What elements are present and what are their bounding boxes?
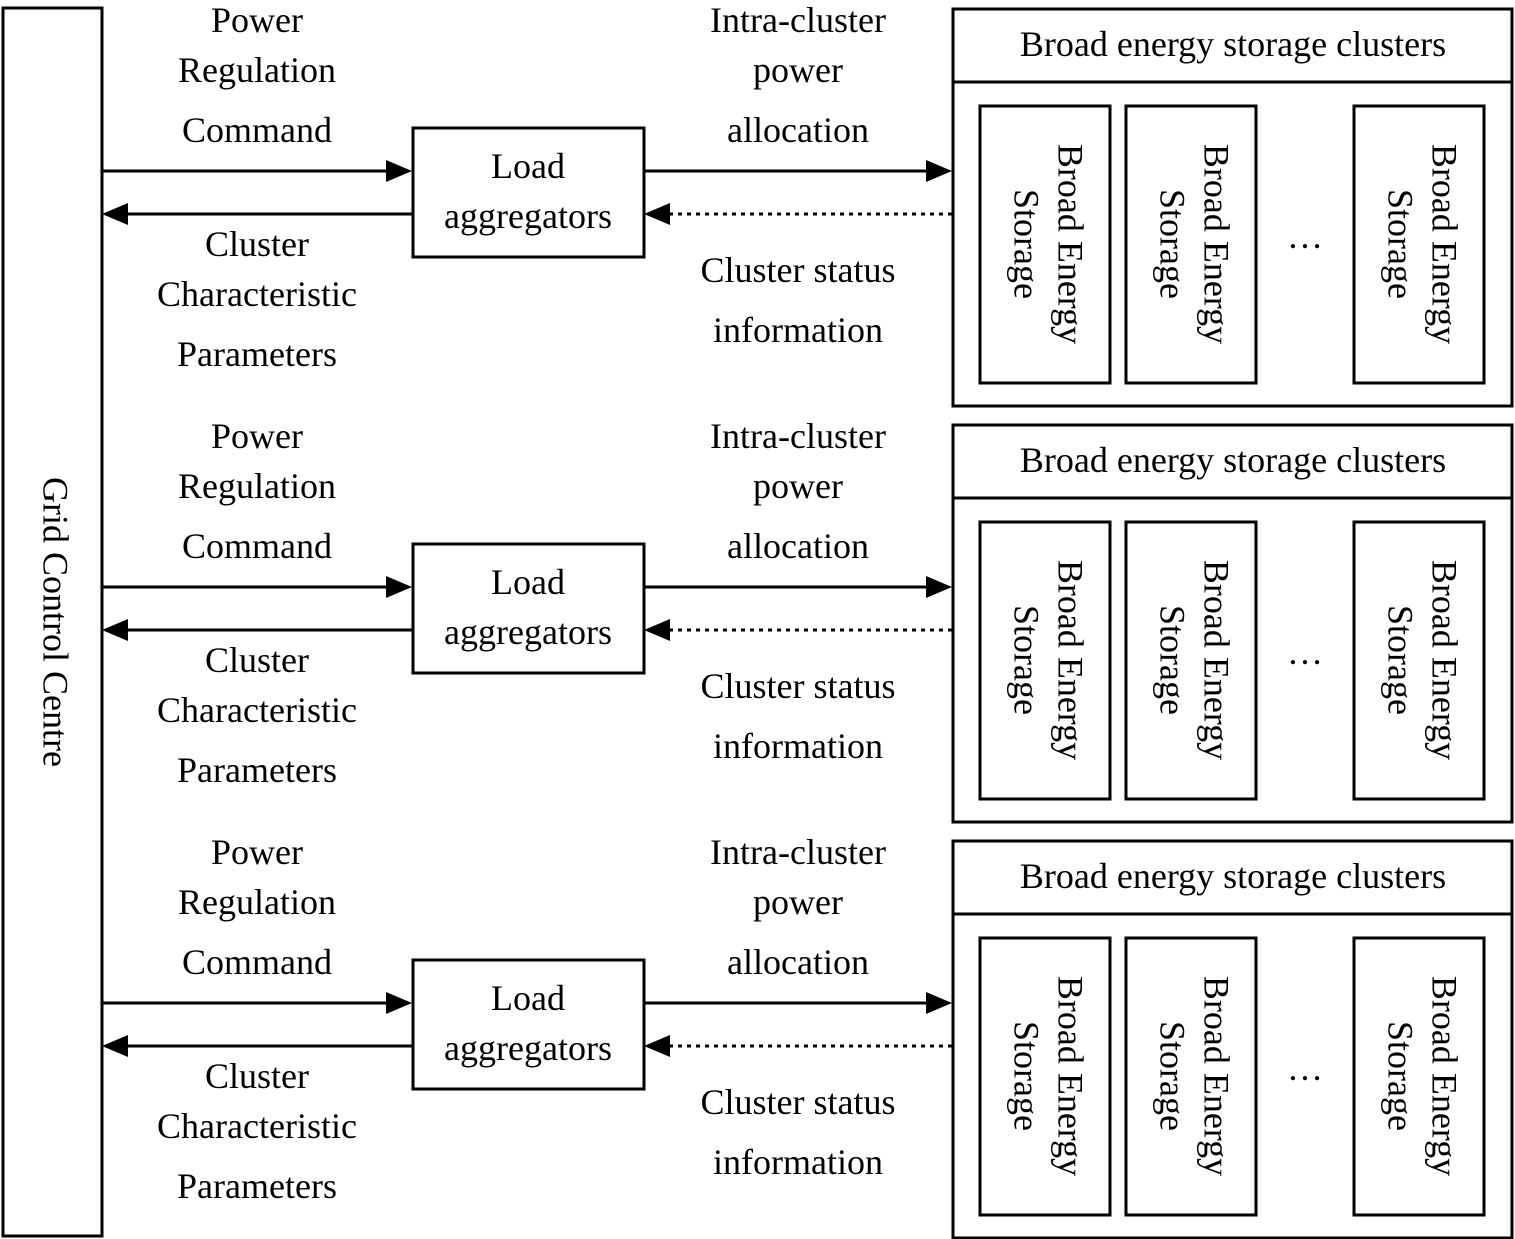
energy-storage-unit-label: Broad Energy xyxy=(1197,144,1237,344)
energy-storage-unit-label: Storage xyxy=(1381,1021,1421,1131)
intra-cluster-allocation-label: allocation xyxy=(727,110,869,150)
intra-cluster-allocation-label: power xyxy=(753,882,843,922)
cluster-characteristic-parameters-label: Characteristic xyxy=(157,1106,357,1146)
energy-storage-unit-label: Broad Energy xyxy=(1425,976,1465,1176)
command-arrow-head xyxy=(386,576,412,598)
energy-storage-unit-label: Storage xyxy=(1007,189,1047,299)
storage-cluster-title: Broad energy storage clusters xyxy=(1020,856,1446,896)
cluster-characteristic-parameters-label: Parameters xyxy=(177,750,337,790)
power-regulation-command-label: Regulation xyxy=(178,50,336,90)
power-regulation-command-label: Regulation xyxy=(178,466,336,506)
storage-cluster-title: Broad energy storage clusters xyxy=(1020,24,1446,64)
ellipsis-indicator: … xyxy=(1287,216,1323,256)
load-aggregator-label: aggregators xyxy=(444,1028,612,1068)
energy-storage-unit-label: Broad Energy xyxy=(1197,560,1237,760)
cluster-status-information-label: information xyxy=(713,726,883,766)
energy-storage-unit-box xyxy=(1352,520,1486,801)
energy-storage-unit-label: Storage xyxy=(1007,1021,1047,1131)
energy-storage-unit-label: Broad Energy xyxy=(1197,976,1237,1176)
energy-storage-unit-box xyxy=(1124,520,1258,801)
energy-storage-unit-label: Broad Energy xyxy=(1051,976,1091,1176)
cluster-status-information-label: Cluster status xyxy=(701,1082,896,1122)
allocation-arrow-head xyxy=(926,992,952,1014)
load-aggregator-label: aggregators xyxy=(444,612,612,652)
load-aggregator-label: Load xyxy=(491,978,565,1018)
status-arrow-head xyxy=(644,619,670,641)
command-arrow-head xyxy=(386,160,412,182)
energy-storage-unit-label: Broad Energy xyxy=(1425,560,1465,760)
cluster-characteristic-parameters-label: Characteristic xyxy=(157,690,357,730)
command-arrow-head xyxy=(386,992,412,1014)
intra-cluster-allocation-label: Intra-cluster xyxy=(710,416,886,456)
control-row: PowerRegulationCommandClusterCharacteris… xyxy=(102,0,1514,408)
ellipsis-indicator: … xyxy=(1287,632,1323,672)
energy-storage-unit-label: Storage xyxy=(1153,605,1193,715)
energy-storage-unit-label: Storage xyxy=(1381,605,1421,715)
parameters-arrow-head xyxy=(102,619,128,641)
cluster-characteristic-parameters-label: Cluster xyxy=(205,640,309,680)
energy-storage-unit-box xyxy=(1352,936,1486,1217)
intra-cluster-allocation-label: Intra-cluster xyxy=(710,832,886,872)
cluster-status-information-label: Cluster status xyxy=(701,666,896,706)
energy-storage-unit-box xyxy=(978,520,1112,801)
allocation-arrow-head xyxy=(926,160,952,182)
grid-control-centre-box xyxy=(1,6,104,1238)
energy-storage-unit-label: Broad Energy xyxy=(1051,560,1091,760)
cluster-characteristic-parameters-label: Parameters xyxy=(177,1166,337,1206)
storage-cluster-title: Broad energy storage clusters xyxy=(1020,440,1446,480)
status-arrow-head xyxy=(644,203,670,225)
energy-storage-unit-label: Storage xyxy=(1153,1021,1193,1131)
power-regulation-command-label: Command xyxy=(182,110,332,150)
intra-cluster-allocation-label: Intra-cluster xyxy=(710,0,886,40)
parameters-arrow-head xyxy=(102,1035,128,1057)
ellipsis-indicator: … xyxy=(1287,1048,1323,1088)
power-regulation-command-label: Regulation xyxy=(178,882,336,922)
control-row: PowerRegulationCommandClusterCharacteris… xyxy=(102,832,1514,1239)
cluster-characteristic-parameters-label: Parameters xyxy=(177,334,337,374)
cluster-characteristic-parameters-label: Characteristic xyxy=(157,274,357,314)
intra-cluster-allocation-label: power xyxy=(753,466,843,506)
load-aggregator-label: Load xyxy=(491,146,565,186)
energy-storage-unit-box xyxy=(978,104,1112,385)
load-aggregator-label: Load xyxy=(491,562,565,602)
load-aggregator-box xyxy=(411,958,646,1091)
cluster-characteristic-parameters-label: Cluster xyxy=(205,224,309,264)
intra-cluster-allocation-label: allocation xyxy=(727,526,869,566)
energy-storage-unit-label: Storage xyxy=(1153,189,1193,299)
power-regulation-command-label: Power xyxy=(211,0,303,40)
load-aggregator-box xyxy=(411,542,646,675)
control-row: PowerRegulationCommandClusterCharacteris… xyxy=(102,416,1514,824)
load-aggregator-box xyxy=(411,126,646,259)
allocation-arrow-head xyxy=(926,576,952,598)
energy-storage-unit-label: Storage xyxy=(1381,189,1421,299)
cluster-status-information-label: Cluster status xyxy=(701,250,896,290)
parameters-arrow-head xyxy=(102,203,128,225)
intra-cluster-allocation-label: allocation xyxy=(727,942,869,982)
power-regulation-command-label: Power xyxy=(211,416,303,456)
cluster-status-information-label: information xyxy=(713,1142,883,1182)
energy-storage-unit-box xyxy=(1352,104,1486,385)
cluster-status-information-label: information xyxy=(713,310,883,350)
energy-storage-unit-box xyxy=(1124,936,1258,1217)
power-regulation-command-label: Command xyxy=(182,942,332,982)
energy-storage-unit-label: Broad Energy xyxy=(1425,144,1465,344)
status-arrow-head xyxy=(644,1035,670,1057)
rows-layer: PowerRegulationCommandClusterCharacteris… xyxy=(102,0,1514,1239)
energy-storage-unit-label: Broad Energy xyxy=(1051,144,1091,344)
load-aggregator-label: aggregators xyxy=(444,196,612,236)
energy-storage-unit-label: Storage xyxy=(1007,605,1047,715)
power-regulation-command-label: Command xyxy=(182,526,332,566)
cluster-characteristic-parameters-label: Cluster xyxy=(205,1056,309,1096)
intra-cluster-allocation-label: power xyxy=(753,50,843,90)
energy-storage-unit-box xyxy=(1124,104,1258,385)
grid-control-centre-label: Grid Control Centre xyxy=(36,477,76,767)
power-regulation-command-label: Power xyxy=(211,832,303,872)
energy-storage-unit-box xyxy=(978,936,1112,1217)
